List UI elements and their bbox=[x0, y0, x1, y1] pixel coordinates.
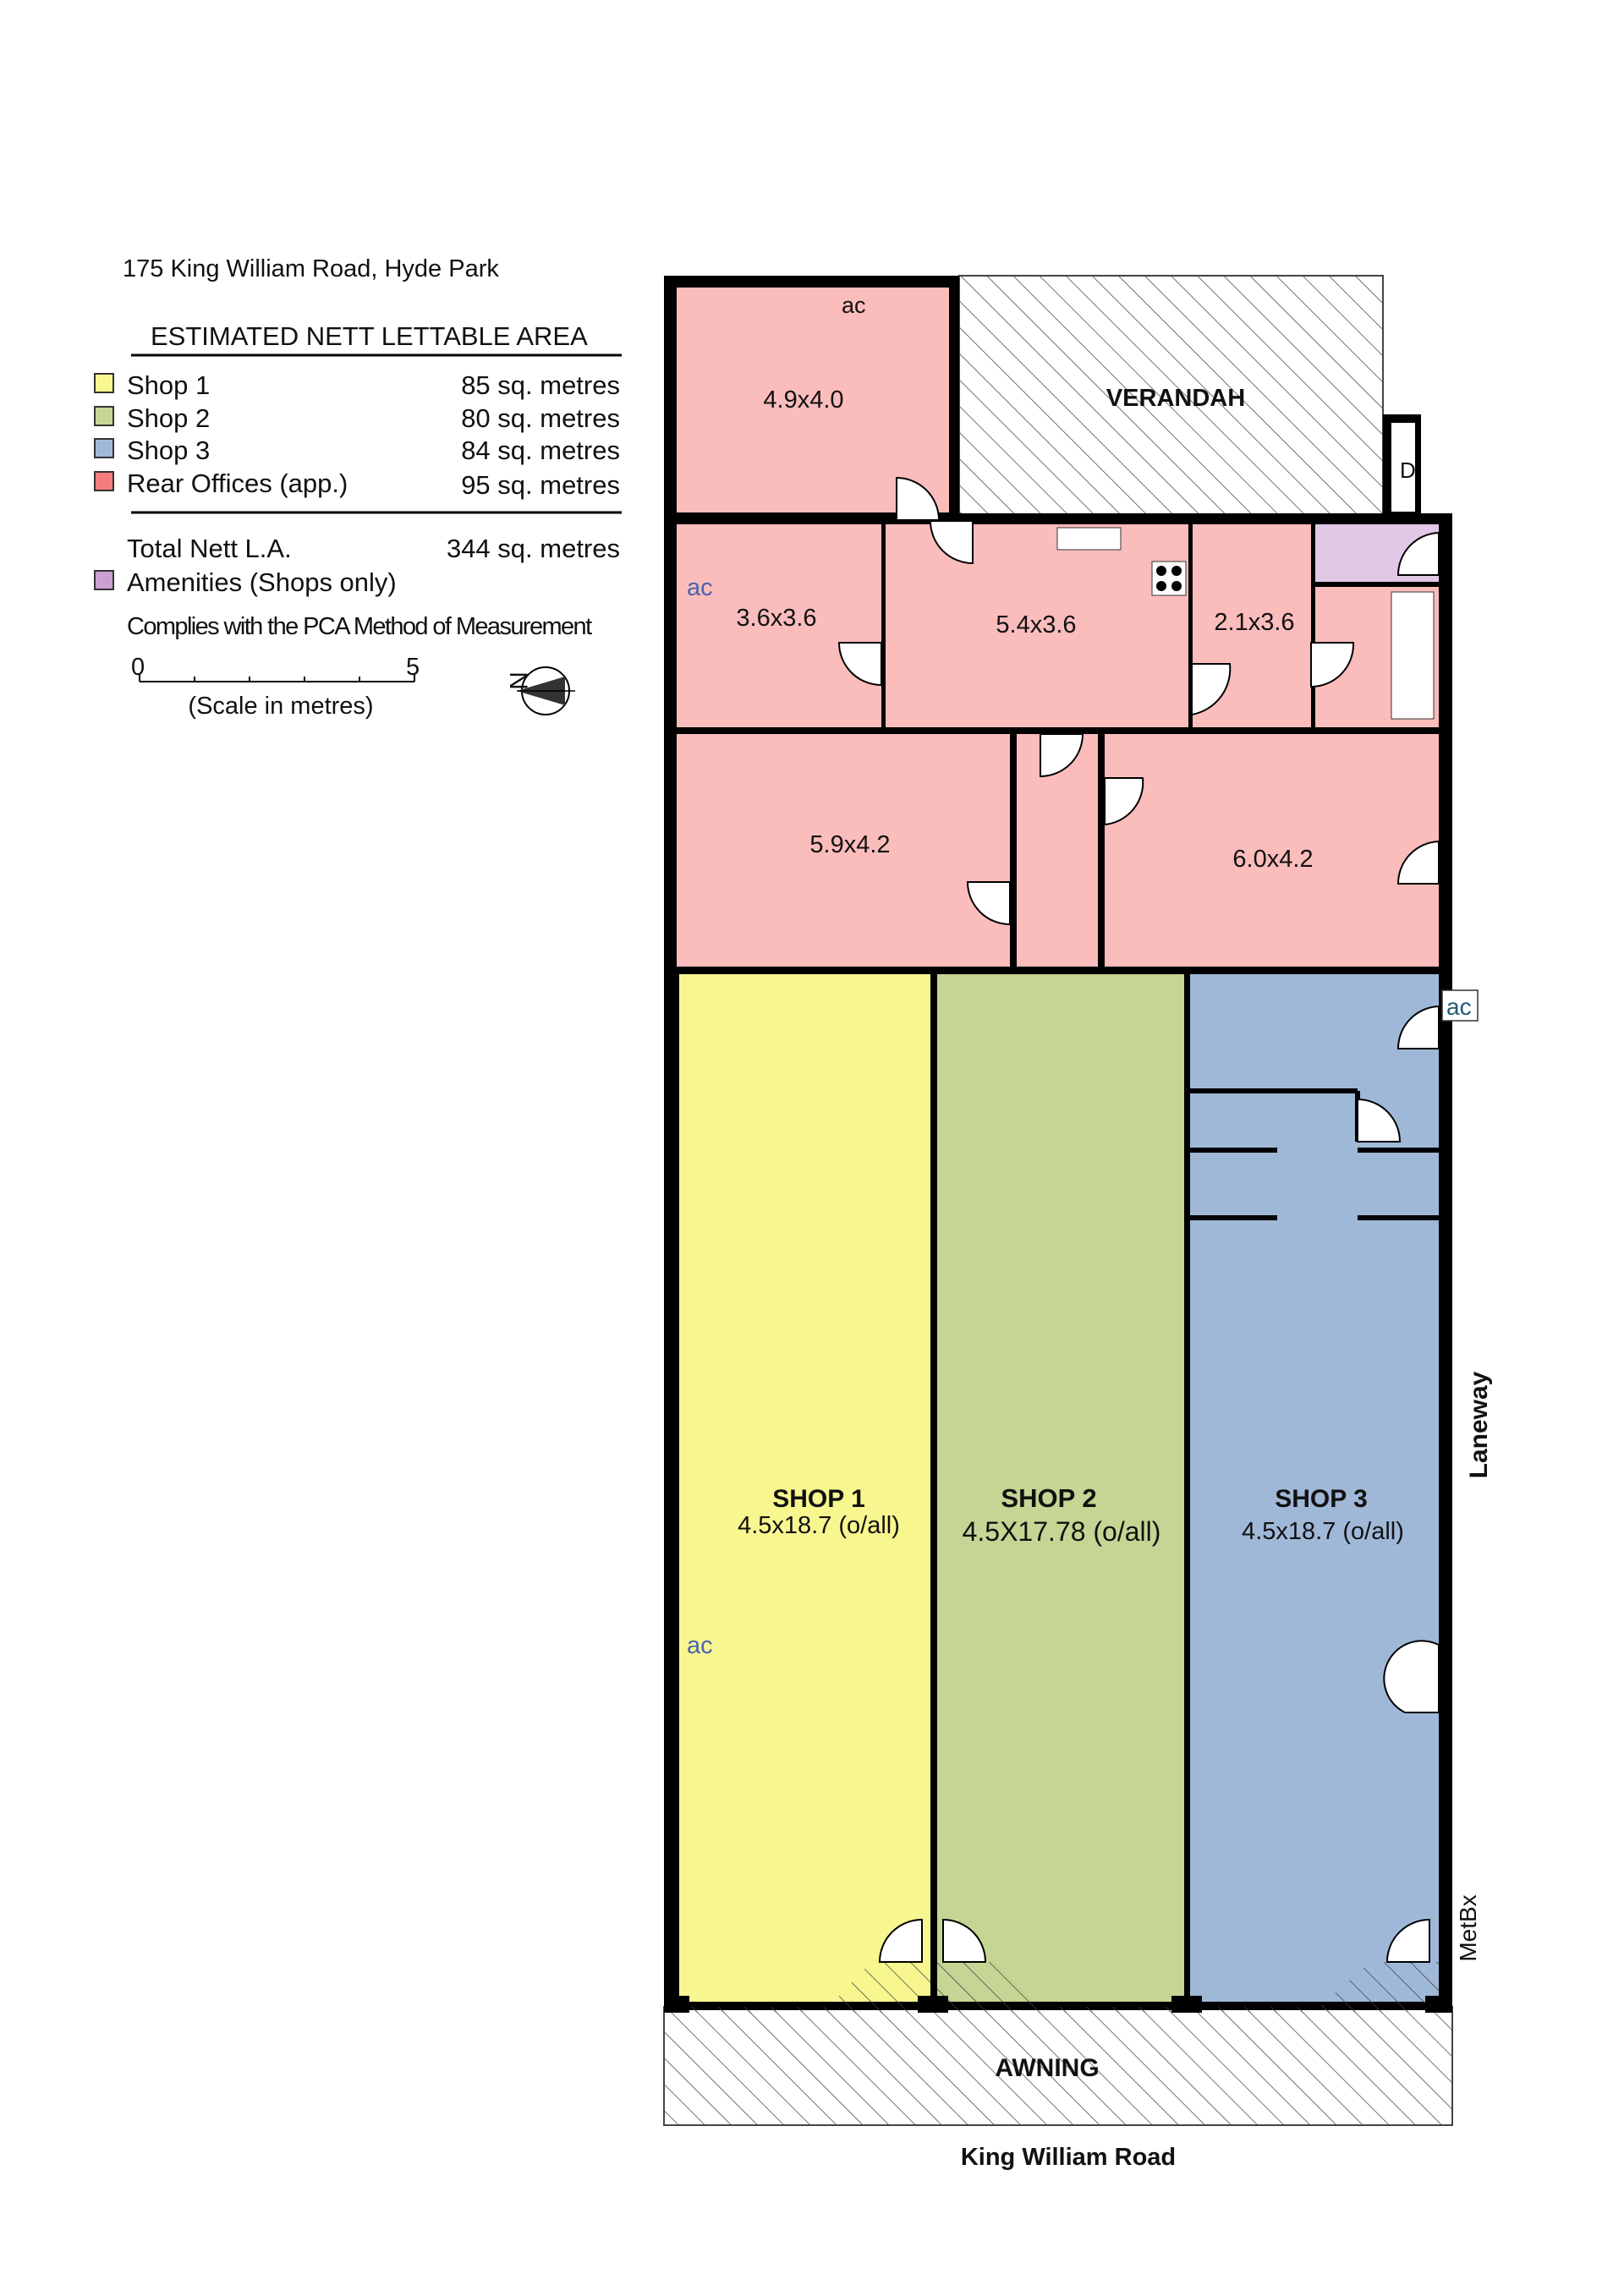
north-label: N bbox=[504, 671, 532, 690]
scale-end: 5 bbox=[406, 654, 420, 681]
room-6.0x4.2 bbox=[1105, 734, 1439, 967]
room-5.9x4.2 bbox=[677, 734, 1010, 967]
room-label: 6.0x4.2 bbox=[1232, 846, 1313, 873]
swatch-shop3 bbox=[94, 438, 114, 458]
shop2-entry bbox=[937, 1962, 1184, 2013]
room-kitchen-5.4x3.6 bbox=[886, 524, 1188, 727]
shop1-label: SHOP 1 bbox=[772, 1485, 865, 1513]
laundry-closet bbox=[1391, 423, 1415, 512]
room-label: 3.6x3.6 bbox=[736, 605, 816, 632]
shop-3 bbox=[1190, 974, 1439, 2002]
ac-label: ac bbox=[687, 574, 713, 601]
room-label: 2.1x3.6 bbox=[1214, 609, 1294, 636]
legend-item-shop3: Shop 3 84 sq. metres bbox=[94, 436, 620, 465]
ac-label: ac bbox=[1446, 994, 1472, 1020]
verandah-label: VERANDAH bbox=[1106, 385, 1245, 412]
legend-item-shop1: Shop 1 85 sq. metres bbox=[94, 370, 620, 400]
shop2-label: SHOP 2 bbox=[1001, 1483, 1096, 1513]
north-arrow-icon: N bbox=[504, 666, 575, 715]
ac-label: ac bbox=[687, 1632, 713, 1659]
total-area: 344 sq. metres bbox=[447, 534, 620, 563]
awning-label: AWNING bbox=[995, 2054, 1099, 2082]
room-3.6x3.6 bbox=[677, 524, 881, 727]
shop2-dims: 4.5X17.78 (o/all) bbox=[963, 1516, 1161, 1547]
swatch-amenities bbox=[94, 570, 114, 590]
partition-walls bbox=[1190, 1088, 1439, 1220]
legend-area: 84 sq. metres bbox=[461, 436, 620, 465]
legend-label: Shop 3 bbox=[127, 436, 210, 465]
shop-1 bbox=[679, 974, 930, 2002]
room-label: 4.9x4.0 bbox=[763, 386, 843, 414]
dryer-label: D bbox=[1400, 458, 1416, 483]
shop-2 bbox=[937, 974, 1184, 2002]
sink-icon bbox=[1056, 527, 1122, 551]
shop3-label: SHOP 3 bbox=[1275, 1485, 1368, 1513]
shop3-entry bbox=[1190, 1962, 1439, 2013]
stove-icon bbox=[1151, 561, 1187, 596]
room-label: 5.9x4.2 bbox=[809, 831, 890, 858]
metbx-label: MetBx bbox=[1455, 1894, 1481, 1961]
ac-label: ac bbox=[842, 293, 866, 318]
shop3-dims: 4.5x18.7 (o/all) bbox=[1242, 1518, 1404, 1545]
swatch-shop2 bbox=[94, 406, 114, 426]
shop1-entry bbox=[679, 1962, 930, 2013]
legend-area: 85 sq. metres bbox=[461, 370, 620, 400]
legend-item-rear-offices: Rear Offices (app.) 95 sq. metres bbox=[94, 469, 620, 500]
swatch-shop1 bbox=[94, 373, 114, 393]
bath-icon bbox=[1391, 591, 1435, 720]
street-label: King William Road bbox=[961, 2144, 1176, 2171]
legend-label: Shop 1 bbox=[127, 370, 210, 400]
verandah bbox=[958, 275, 1384, 515]
total-label: Total Nett L.A. bbox=[127, 534, 292, 563]
amenities-label: Amenities (Shops only) bbox=[127, 567, 397, 597]
room-label: 5.4x3.6 bbox=[996, 611, 1076, 638]
scale-label: (Scale in metres) bbox=[188, 693, 373, 720]
legend-area: 80 sq. metres bbox=[461, 403, 620, 433]
legend-label: Rear Offices (app.) bbox=[127, 469, 348, 498]
address-title: 175 King William Road, Hyde Park bbox=[123, 255, 499, 282]
pca-compliance: Complies with the PCA Method of Measurem… bbox=[127, 613, 592, 640]
scale-start: 0 bbox=[131, 654, 145, 681]
legend-heading: ESTIMATED NETT LETTABLE AREA bbox=[151, 321, 588, 351]
ac-box bbox=[1441, 989, 1479, 1022]
shop1-dims: 4.5x18.7 (o/all) bbox=[738, 1512, 900, 1539]
awning bbox=[663, 2006, 1453, 2126]
legend-label: Shop 2 bbox=[127, 403, 210, 433]
door-icons bbox=[837, 476, 1440, 1963]
legend-area: 95 sq. metres bbox=[461, 470, 620, 500]
laneway-label: Laneway bbox=[1465, 1371, 1493, 1478]
room-4.9x4.0 bbox=[677, 288, 949, 512]
swatch-rear-offices bbox=[94, 471, 114, 491]
scale-bar: 0 5 (Scale in metres) bbox=[131, 654, 420, 720]
legend-item-shop2: Shop 2 80 sq. metres bbox=[94, 403, 620, 433]
